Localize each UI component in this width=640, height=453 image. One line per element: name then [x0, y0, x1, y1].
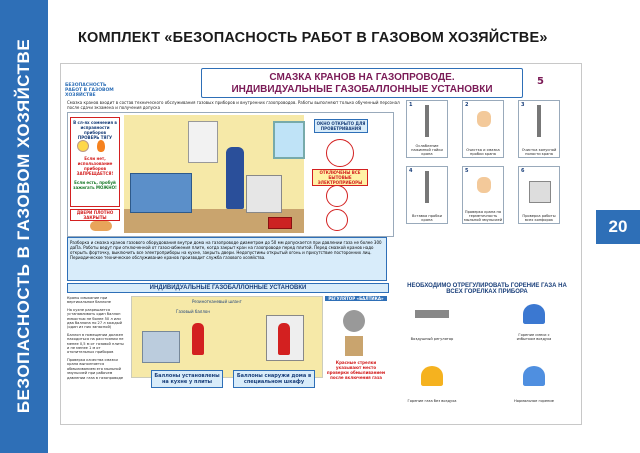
tool-box: [268, 217, 292, 229]
poster: БЕЗОПАСНОСТЬ РАБОТ В ГАЗОВОМ ХОЗЯЙСТВЕ С…: [60, 63, 582, 425]
step-3: 3 Очистка конусной полости крана: [518, 100, 560, 158]
water-heater: [188, 121, 218, 163]
step-caption: Проверка крана на герметичность мыльной …: [463, 210, 503, 222]
yes-draft-text: Если есть, пробуй зажигать МОЖНО!: [73, 180, 117, 190]
balloon-bullets: Краны смыкание при вертикальном баллоне …: [67, 296, 127, 383]
burner-caption: Нормальное горение: [514, 399, 554, 403]
bullet-item: На кухне разрешается устанавливать один …: [67, 307, 122, 330]
bullet-item: Баллон в помещении должен находиться на …: [67, 332, 124, 355]
stove-icon: [142, 331, 180, 363]
balloon-kitchen-scene: Резинотканевый шланг Газовый баллон: [131, 296, 323, 378]
burner-caption: Воздушный регулятор: [410, 337, 454, 341]
appliances-off-sign: ОТКЛЮЧЕНЫ ВСЕ БЫТОВЫЕ ЭЛЕКТРОПРИБОРЫ: [312, 169, 368, 186]
step-number: 2: [465, 102, 469, 108]
kitchen-scene: В сл-ях сомнения в исправности приборов …: [67, 112, 394, 237]
balloon-header: ИНДИВИДУАЛЬНЫЕ ГАЗОБАЛЛОННЫЕ УСТАНОВКИ: [67, 283, 389, 293]
kit-title: КОМПЛЕКТ «БЕЗОПАСНОСТЬ РАБОТ В ГАЗОВОМ Х…: [78, 30, 548, 46]
blue-flame-icon: [523, 304, 545, 324]
burner-excess-air: Горение смеси с избытком воздуха: [509, 300, 559, 341]
regulator-icon: [343, 310, 365, 332]
step-5: 5 Проверка крана на герметичность мыльно…: [462, 166, 504, 224]
no-draft-text: Если нет, использование приборов ЗАПРЕЩА…: [76, 156, 114, 176]
step-number: 4: [409, 168, 413, 174]
stove-icon: [529, 181, 551, 203]
steps-grid: 1 Ослабление нажимной гайки крана 2 Очис…: [406, 100, 576, 280]
burner-air-regulator: Воздушный регулятор: [407, 300, 457, 341]
burner-grid: Воздушный регулятор Горение смеси с избы…: [399, 300, 575, 418]
gas-stove: [246, 175, 282, 213]
step-1: 1 Ослабление нажимной гайки крана: [406, 100, 448, 158]
bullet-item: Проверка качества смазки крана выполняет…: [67, 357, 124, 380]
regulator-panel: РЕГУЛЯТОР «БАЛТИКА» Красные стрелки указ…: [325, 296, 387, 406]
intro-text: Смазка кранов входит в состав техническо…: [67, 100, 400, 110]
burner-icon: [415, 310, 449, 318]
no-draft-icon: [77, 140, 89, 152]
draft-check-box: В сл-ях сомнения в исправности приборов …: [70, 117, 120, 207]
kitchen-cabinet: [130, 173, 192, 213]
sidebar: БЕЗОПАСНОСТЬ В ГАЗОВОМ ХОЗЯЙСТВЕ: [0, 0, 48, 453]
step-4: 4 Вставка пробки крана: [406, 166, 448, 224]
pipe-valve-icon: [425, 105, 429, 137]
worker-figure: [226, 147, 244, 209]
step-caption: Очистка и смазка пробки крана: [466, 148, 500, 156]
flame-icon: [97, 140, 105, 152]
pipe-valve-icon: [537, 105, 541, 137]
step-number: 3: [521, 102, 525, 108]
no-open-fire-icon: [326, 209, 348, 231]
cat-illustration: [90, 221, 112, 231]
step-number: 6: [521, 168, 525, 174]
step-caption: Ослабление нажимной гайки крана: [411, 144, 443, 156]
yellow-flame-icon: [421, 366, 443, 386]
draft-box-title: В сл-ях сомнения в исправности приборов …: [73, 120, 117, 140]
step-6: 6 Проверка работы всех конфорок: [518, 166, 560, 224]
sidebar-title: БЕЗОПАСНОСТЬ В ГАЗОВОМ ХОЗЯЙСТВЕ: [14, 38, 33, 414]
rules-notice: Разборка и смазка кранов газового оборуд…: [67, 237, 387, 281]
window: [273, 121, 305, 159]
burner-caption: Горение газа без воздуха: [407, 399, 457, 403]
step-caption: Проверка работы всех конфорок: [522, 214, 556, 222]
hand-icon: [477, 111, 491, 127]
step-caption: Очистка конусной полости крана: [521, 148, 557, 156]
no-smoking-icon: [326, 185, 348, 207]
normal-flame-icon: [523, 366, 545, 386]
poster-title-plate: СМАЗКА КРАНОВ НА ГАЗОПРОВОДЕ. ИНДИВИДУАЛ…: [201, 68, 544, 98]
page-number: 20: [596, 210, 640, 244]
step-caption: Вставка пробки крана: [412, 214, 442, 222]
hose-label: Резинотканевый шланг: [192, 299, 242, 304]
brush-icon: [477, 177, 491, 193]
step-number: 1: [409, 102, 413, 108]
pipe-valve-icon: [425, 171, 429, 203]
regulator-label: РЕГУЛЯТОР «БАЛТИКА»: [325, 296, 387, 301]
doors-closed-label: ДВЕРИ ПЛОТНО ЗАКРЫТЫ: [70, 209, 120, 221]
cylinder-valve-icon: [345, 336, 363, 356]
step-number: 5: [465, 168, 469, 174]
caption-outdoor: Баллоны снаружи дома в специальном шкафу: [233, 370, 315, 388]
caption-kitchen: Баллоны установлены на кухне у плиты: [151, 370, 223, 388]
cylinder-label: Газовый баллон: [176, 309, 210, 314]
plate-number: 5: [537, 76, 544, 87]
gas-cylinder-icon: [278, 323, 290, 355]
poster-title-line2: ИНДИВИДУАЛЬНЫЕ ГАЗОБАЛЛОННЫЕ УСТАНОВКИ: [231, 84, 493, 95]
leak-check-note: Красные стрелки указывают место проверки…: [326, 360, 386, 380]
burner-caption: Горение смеси с избытком воздуха: [516, 333, 552, 341]
poster-title-line1: СМАЗКА КРАНОВ НА ГАЗОПРОВОДЕ.: [269, 72, 455, 83]
window-open-sign: ОКНО ОТКРЫТО ДЛЯ ПРОВЕТРИВАНИЯ: [314, 119, 368, 133]
burner-no-air: Горение газа без воздуха: [407, 362, 457, 403]
burner-header: НЕОБХОДИМО ОТРЕГУЛИРОВАТЬ ГОРЕНИЕ ГАЗА Н…: [407, 283, 567, 295]
no-socket-icon: [326, 139, 354, 167]
step-2: 2 Очистка и смазка пробки крана: [462, 100, 504, 158]
series-label: БЕЗОПАСНОСТЬ РАБОТ В ГАЗОВОМ ХОЗЯЙСТВЕ: [65, 83, 114, 98]
burner-normal: Нормальное горение: [509, 362, 559, 403]
bullet-item: Краны смыкание при вертикальном баллоне: [67, 296, 112, 305]
gas-cylinder-icon: [192, 323, 204, 355]
